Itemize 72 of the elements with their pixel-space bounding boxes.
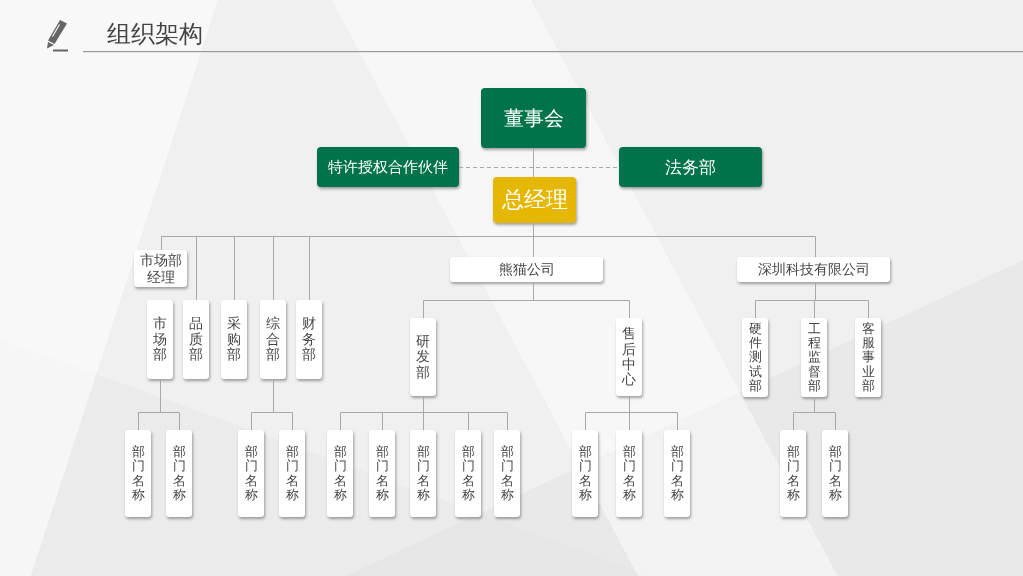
node-label: 硬件测试部 <box>748 321 762 394</box>
node-label: 市场部 <box>153 316 167 363</box>
node-label: 董事会 <box>503 104 564 132</box>
department-box <box>801 318 827 397</box>
connector-line <box>533 222 816 258</box>
org-box <box>493 177 576 223</box>
node-label: 部门名称 <box>416 444 430 503</box>
department-box <box>410 430 436 517</box>
page-title: 组织架构 <box>107 19 203 50</box>
node-label: 部门名称 <box>244 444 258 503</box>
node-label: 综合部 <box>266 316 280 363</box>
org-box <box>737 257 890 282</box>
node-label: 法务部 <box>665 155 716 179</box>
department-box <box>125 430 151 517</box>
node-label: 部门名称 <box>333 444 347 503</box>
org-box <box>619 147 762 187</box>
department-box <box>616 430 642 517</box>
node-label: 部门名称 <box>461 444 475 503</box>
node-label: 深圳科技有限公司 <box>757 261 870 278</box>
node-label: 财务部 <box>302 316 316 363</box>
node-label: 采购部 <box>227 316 241 363</box>
node-label: 总经理 <box>501 186 568 214</box>
department-box <box>369 430 395 517</box>
department-box <box>221 300 247 379</box>
connector-line <box>814 396 836 431</box>
department-box <box>822 430 848 517</box>
department-box <box>410 318 436 396</box>
node-label: 熊猫公司 <box>498 261 555 278</box>
node-label: 售后中心 <box>622 326 636 388</box>
connector-line <box>533 281 630 319</box>
node-label: 部门名称 <box>622 444 636 503</box>
node-label: 市场部经理 <box>138 251 183 286</box>
department-box <box>147 300 173 379</box>
node-label: 部门名称 <box>285 444 299 503</box>
connector-line <box>423 395 508 431</box>
node-label: 客服事业部 <box>861 321 875 394</box>
node-label: 特许授权合作伙伴 <box>328 157 448 177</box>
node-label: 部门名称 <box>786 444 800 503</box>
department-box <box>296 300 322 379</box>
connector-line <box>458 167 620 168</box>
department-box <box>260 300 286 379</box>
connector-line <box>629 395 678 431</box>
node-label: 部门名称 <box>131 444 145 503</box>
node-label: 研发部 <box>416 333 430 381</box>
department-box <box>780 430 806 517</box>
department-box <box>279 430 305 517</box>
node-label: 工程监督部 <box>807 321 821 394</box>
department-box <box>616 318 642 396</box>
department-box <box>855 318 881 397</box>
node-label: 部门名称 <box>578 444 592 503</box>
node-label: 品质部 <box>189 316 203 363</box>
department-box <box>455 430 481 517</box>
department-box <box>183 300 209 379</box>
connector-line <box>815 281 869 319</box>
node-label: 部门名称 <box>172 444 186 503</box>
department-box <box>494 430 520 517</box>
node-label: 部门名称 <box>828 444 842 503</box>
org-box <box>450 257 603 282</box>
org-box <box>317 147 459 187</box>
node-label: 部门名称 <box>375 444 389 503</box>
department-box <box>327 430 353 517</box>
org-box <box>481 88 586 148</box>
department-box <box>742 318 768 397</box>
department-box <box>572 430 598 517</box>
department-box <box>238 430 264 517</box>
department-box <box>664 430 690 517</box>
department-box <box>166 430 192 517</box>
node-label: 部门名称 <box>670 444 684 503</box>
connector-line <box>160 378 180 431</box>
connector-line <box>533 147 534 178</box>
connector-line <box>273 378 293 431</box>
node-label: 部门名称 <box>500 444 514 503</box>
